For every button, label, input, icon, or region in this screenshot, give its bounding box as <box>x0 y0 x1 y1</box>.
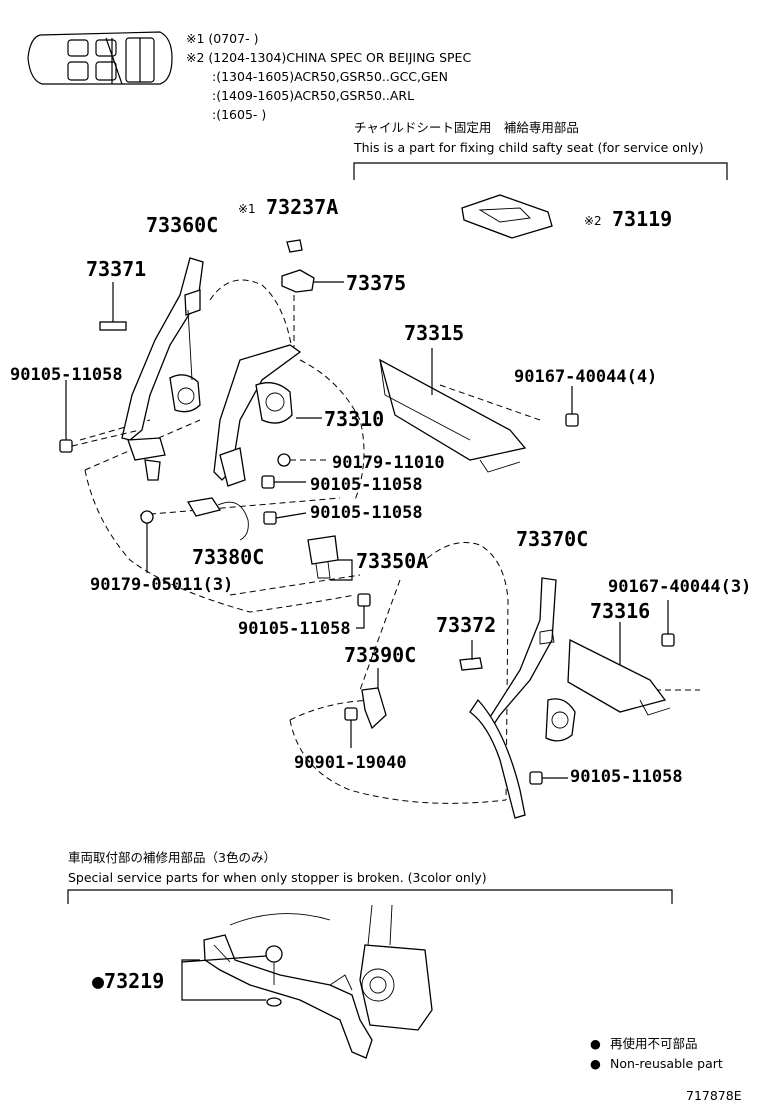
label-90105-b: 90105-11058 <box>310 475 423 495</box>
label-73315: 73315 <box>404 321 464 345</box>
label-73390C: 73390C <box>344 643 416 667</box>
label-73375: 73375 <box>346 271 406 295</box>
bolt-90167-a <box>565 386 579 427</box>
label-73219: ●73219 <box>92 969 164 993</box>
part-73375 <box>281 269 315 293</box>
legend-en: Non-reusable part <box>610 1056 723 1071</box>
label-73219-number: 73219 <box>104 969 164 993</box>
label-90167-b: 90167-40044(3) <box>608 577 751 597</box>
special-service-note-jp: 車両取付部の補修用部品（3色のみ） <box>68 850 276 865</box>
bolt-upper-left <box>59 380 141 453</box>
seat-belt-73370C <box>469 577 576 819</box>
label-90105-c: 90105-11058 <box>310 503 423 523</box>
buckle-73390C <box>361 687 387 730</box>
label-90179-11010: 90179-11010 <box>332 453 445 473</box>
buckle-73380C <box>186 497 249 541</box>
marker-note2: ※2 <box>584 214 602 228</box>
cover-73316 <box>567 638 671 716</box>
vehicle-locator-icon <box>27 31 173 85</box>
non-reusable-bullet-73219: ● <box>92 969 104 993</box>
note-1: ※1 (0707- ) <box>186 31 258 46</box>
label-73310: 73310 <box>324 407 384 431</box>
label-73370C: 73370C <box>516 527 588 551</box>
label-73371: 73371 <box>86 257 146 281</box>
child-seat-note-en: This is a part for fixing child safty se… <box>353 140 704 155</box>
label-90179-05011: 90179-05011(3) <box>90 575 233 595</box>
legend-jp: 再使用不可部品 <box>610 1036 698 1051</box>
child-seat-bracket <box>353 162 728 180</box>
special-service-note-en: Special service parts for when only stop… <box>68 870 487 885</box>
anchor-assembly-detail <box>203 904 433 1059</box>
leader-73350A <box>330 559 353 581</box>
bolt-90105-e <box>529 771 568 785</box>
part-73372 <box>459 657 483 671</box>
special-service-bracket <box>67 889 673 904</box>
note-5: :(1605- ) <box>212 107 266 122</box>
legend-bullet-2: ● <box>590 1056 601 1071</box>
label-73350A: 73350A <box>356 549 428 573</box>
bolt-90105-c <box>263 511 307 525</box>
label-73372: 73372 <box>436 613 496 637</box>
label-73237A: 73237A <box>266 195 338 219</box>
label-73316: 73316 <box>590 599 650 623</box>
part-73237A <box>286 239 303 253</box>
bolt-90901 <box>344 707 358 748</box>
marker-note1: ※1 <box>238 202 256 216</box>
label-90105-a: 90105-11058 <box>10 365 123 385</box>
nut-90179-11010 <box>277 453 326 467</box>
note-2: ※2 (1204-1304)CHINA SPEC OR BEIJING SPEC <box>186 50 471 65</box>
note-4: :(1409-1605)ACR50,GSR50..ARL <box>212 88 414 103</box>
label-73360C: 73360C <box>146 213 218 237</box>
bolt-90167-b <box>661 600 675 647</box>
label-73380C: 73380C <box>192 545 264 569</box>
child-seat-note-jp: チャイルドシート固定用 補給専用部品 <box>354 120 579 135</box>
bolt-90105-b <box>261 475 306 489</box>
seat-belt-73360C <box>121 257 204 481</box>
bolt-90105-d <box>356 593 371 629</box>
label-90901-19040: 90901-19040 <box>294 753 407 773</box>
cover-73315 <box>378 358 541 473</box>
seat-belt-73310 <box>213 344 302 487</box>
figure-id: 717878E <box>686 1088 742 1103</box>
label-90167-a: 90167-40044(4) <box>514 367 657 387</box>
label-90105-d: 90105-11058 <box>238 619 351 639</box>
leader-73219 <box>181 959 266 1001</box>
label-73119: 73119 <box>612 207 672 231</box>
label-90105-e: 90105-11058 <box>570 767 683 787</box>
note-3: :(1304-1605)ACR50,GSR50..GCC,GEN <box>212 69 448 84</box>
part-73371-bracket <box>99 321 127 331</box>
legend-bullet-1: ● <box>590 1036 601 1051</box>
nut-90179-05011 <box>140 510 154 573</box>
buckle-73350A <box>307 535 339 579</box>
part-73119 <box>461 194 553 239</box>
